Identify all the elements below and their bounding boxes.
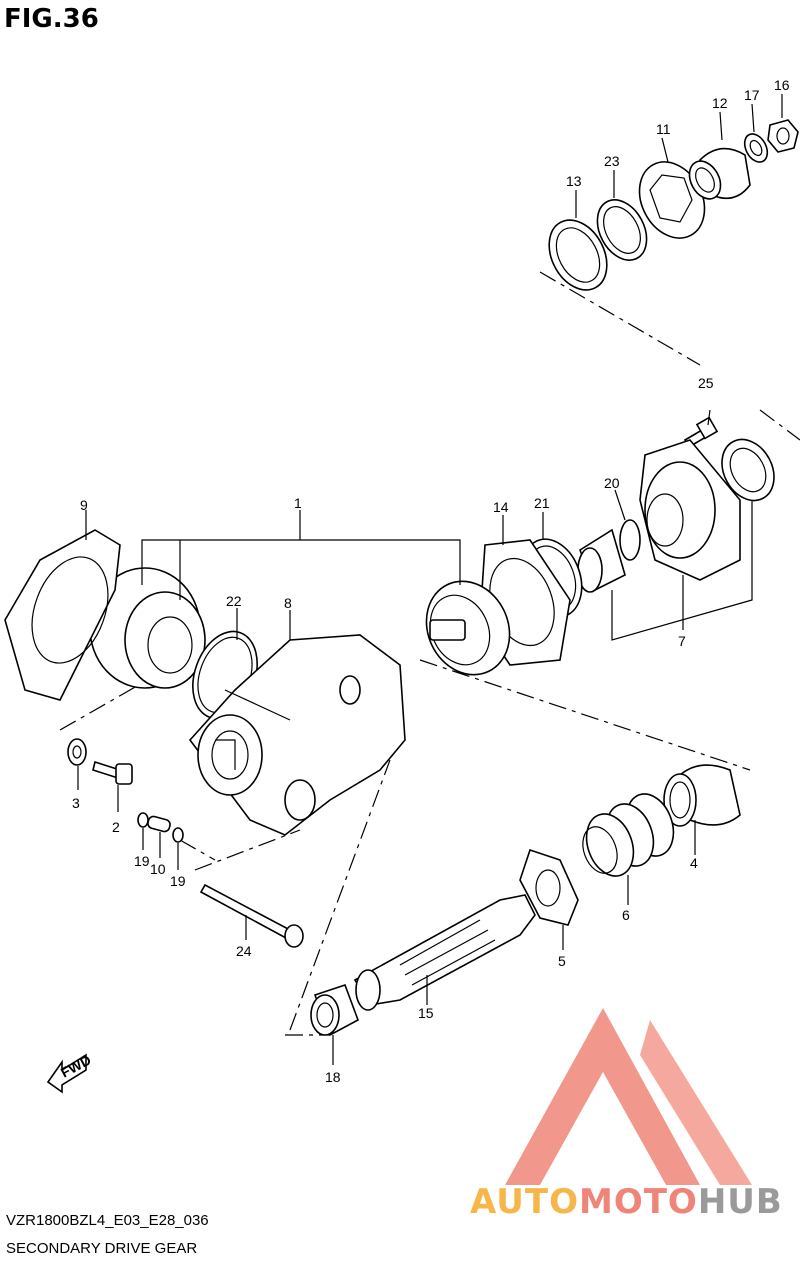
figure-title: FIG.36 <box>4 4 99 34</box>
callout-24: 24 <box>236 943 252 959</box>
part-20-shim <box>619 519 641 561</box>
callout-21: 21 <box>534 495 550 511</box>
callout-17: 17 <box>744 87 760 103</box>
callout-2: 2 <box>112 819 120 835</box>
part-19-oring-right <box>172 827 184 843</box>
callout-11: 11 <box>656 121 671 137</box>
part-23-oring <box>596 199 648 261</box>
model-code: VZR1800BZL4_E03_E28_036 <box>6 1212 209 1229</box>
callout-12: 12 <box>712 95 728 111</box>
part-10-dowel-pin <box>147 815 171 833</box>
part-9-gasket <box>4 529 121 701</box>
part-20-spacer-stack <box>577 528 626 593</box>
fwd-arrow-icon: FWD <box>46 1052 94 1094</box>
part-2-bolt <box>92 760 133 785</box>
part-16-nut <box>767 119 799 153</box>
callout-15: 15 <box>418 1005 434 1021</box>
part-4-bearing <box>663 764 741 827</box>
watermark-text-moto: MOTO <box>578 1182 698 1222</box>
callout-16: 16 <box>774 77 790 93</box>
callout-19-right: 19 <box>170 873 186 889</box>
watermark-brand-text: AUTOMOTOHUB <box>470 1182 783 1222</box>
watermark-text-hub: HUB <box>697 1182 783 1222</box>
callout-10: 10 <box>150 861 166 877</box>
callout-25: 25 <box>698 375 714 391</box>
diagram-name: SECONDARY DRIVE GEAR <box>6 1240 198 1257</box>
part-3-washer <box>67 738 87 766</box>
callout-8: 8 <box>284 595 292 611</box>
callout-3: 3 <box>72 795 80 811</box>
part-25-bolt <box>683 416 719 449</box>
callout-7: 7 <box>678 633 686 649</box>
callout-1: 1 <box>294 495 302 511</box>
callout-4: 4 <box>690 855 698 871</box>
callout-18: 18 <box>325 1069 341 1085</box>
callout-20: 20 <box>604 475 620 491</box>
part-1-bevel-gear-left <box>89 567 206 689</box>
callout-9: 9 <box>80 497 88 513</box>
part-6-spring <box>582 793 675 877</box>
part-1-bevel-gear-right <box>425 580 511 676</box>
callout-23: 23 <box>604 153 620 169</box>
part-24-long-bolt <box>199 883 304 948</box>
part-13-seal-ring <box>548 219 608 291</box>
callout-5: 5 <box>558 953 566 969</box>
part-5-cam <box>519 848 579 926</box>
part-15-drive-shaft <box>353 894 536 1011</box>
part-19-oring-left <box>137 812 149 828</box>
callout-19-left: 19 <box>134 853 150 869</box>
part-18-needle-bearing <box>310 983 359 1037</box>
watermark-logo-icon <box>505 1008 752 1185</box>
callout-14: 14 <box>493 499 509 515</box>
callout-13: 13 <box>566 173 582 189</box>
watermark-text-auto: AUTO <box>470 1182 579 1222</box>
callout-6: 6 <box>622 907 630 923</box>
part-17-washer <box>743 133 769 163</box>
callout-22: 22 <box>226 593 242 609</box>
part-12-bearing <box>688 147 751 200</box>
part-7-bearing-housing <box>639 438 775 581</box>
part-8-gear-housing <box>188 634 406 836</box>
